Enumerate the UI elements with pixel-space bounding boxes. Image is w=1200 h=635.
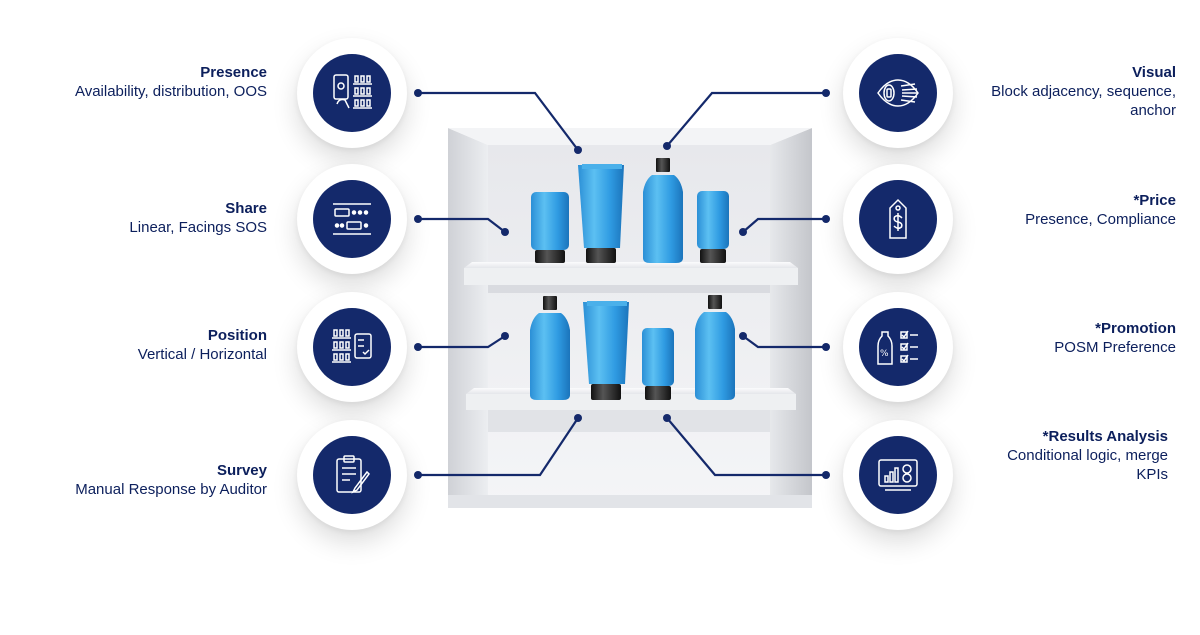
product-bottle-4: [695, 295, 735, 400]
shelf-top: [448, 128, 812, 145]
clipboard-pen-icon: [336, 455, 370, 494]
price-title: *Price: [1133, 192, 1176, 209]
shelf-unit: [448, 128, 812, 508]
results-subtitle-line1: Conditional logic, merge: [1007, 447, 1168, 464]
position-label: Position Vertical / Horizontal: [138, 326, 267, 364]
products-top-row: [531, 158, 729, 263]
visual-subtitle-line2: anchor: [1130, 102, 1176, 119]
visual-title: Visual: [1132, 64, 1176, 81]
results-label: *Results Analysis Conditional logic, mer…: [1007, 427, 1168, 484]
promotion-title: *Promotion: [1095, 320, 1176, 337]
price-tag-icon: [889, 198, 907, 239]
survey-subtitle: Manual Response by Auditor: [75, 481, 267, 498]
shelf-grid-icon: [332, 329, 372, 363]
connector-promotion: [742, 335, 826, 349]
share-circle[interactable]: [297, 164, 407, 274]
results-circle[interactable]: [843, 420, 953, 530]
visual-subtitle-line1: Block adjacency, sequence,: [991, 83, 1176, 100]
upper-shelf-board-shadow: [488, 285, 770, 293]
connector-dots: [414, 89, 830, 479]
survey-title: Survey: [216, 462, 267, 479]
shelf-right-side: [770, 128, 812, 508]
product-bottle: [643, 158, 683, 263]
survey-circle[interactable]: [297, 420, 407, 530]
shelf-bottom-base: [448, 495, 812, 508]
upper-shelf-board-front: [464, 268, 798, 285]
products-bottom-row: [530, 295, 735, 400]
linear-share-icon: [333, 203, 371, 235]
product-bottle-3: [530, 296, 570, 400]
eye-scan-icon: [877, 79, 919, 107]
connector-share: [418, 217, 506, 233]
connector-lines: [418, 91, 826, 477]
connector-presence: [418, 91, 579, 151]
product-large-tube: [578, 164, 624, 263]
promo-checklist-icon: %: [877, 330, 918, 365]
connector-position: [418, 335, 506, 349]
product-large-tube-2: [583, 301, 629, 400]
promotion-circle[interactable]: %: [843, 292, 953, 402]
results-title: *Results Analysis: [1042, 428, 1168, 445]
position-title: Position: [207, 327, 267, 344]
svg-text:%: %: [880, 349, 889, 359]
lower-shelf-board-top: [466, 388, 796, 394]
promotion-label: *Promotion POSM Preference: [1054, 319, 1176, 357]
price-label: *Price Presence, Compliance: [1025, 191, 1176, 229]
presence-subtitle: Availability, distribution, OOS: [74, 83, 267, 100]
presence-circle[interactable]: [297, 38, 407, 148]
price-subtitle: Presence, Compliance: [1025, 211, 1176, 228]
connector-price: [742, 217, 826, 233]
product-small-tube-3: [642, 328, 674, 400]
visual-label: Visual Block adjacency, sequence, anchor: [991, 63, 1176, 120]
visual-circle[interactable]: [843, 38, 953, 148]
promotion-subtitle: POSM Preference: [1054, 339, 1176, 356]
phone-scan-icon: [333, 74, 372, 109]
presence-label: Presence Availability, distribution, OOS: [75, 63, 267, 101]
upper-shelf-board-top: [464, 262, 798, 268]
results-subtitle-line2: KPIs: [1136, 466, 1168, 483]
connector-visual: [666, 91, 826, 147]
lower-shelf-board-shadow: [488, 410, 770, 432]
price-circle[interactable]: [843, 164, 953, 274]
share-title: Share: [225, 200, 267, 217]
product-small-tube-2: [697, 191, 729, 263]
survey-label: Survey Manual Response by Auditor: [75, 461, 267, 499]
lower-shelf-board-front: [466, 394, 796, 410]
share-label: Share Linear, Facings SOS: [129, 199, 267, 237]
monitor-chart-icon: [878, 459, 918, 491]
position-subtitle: Vertical / Horizontal: [137, 346, 267, 363]
connector-survey: [418, 417, 579, 477]
position-circle[interactable]: [297, 292, 407, 402]
shelf-left-side: [448, 128, 488, 508]
share-subtitle: Linear, Facings SOS: [129, 219, 267, 236]
connector-results: [666, 417, 826, 477]
presence-title: Presence: [200, 64, 267, 81]
product-small-tube: [531, 192, 569, 263]
